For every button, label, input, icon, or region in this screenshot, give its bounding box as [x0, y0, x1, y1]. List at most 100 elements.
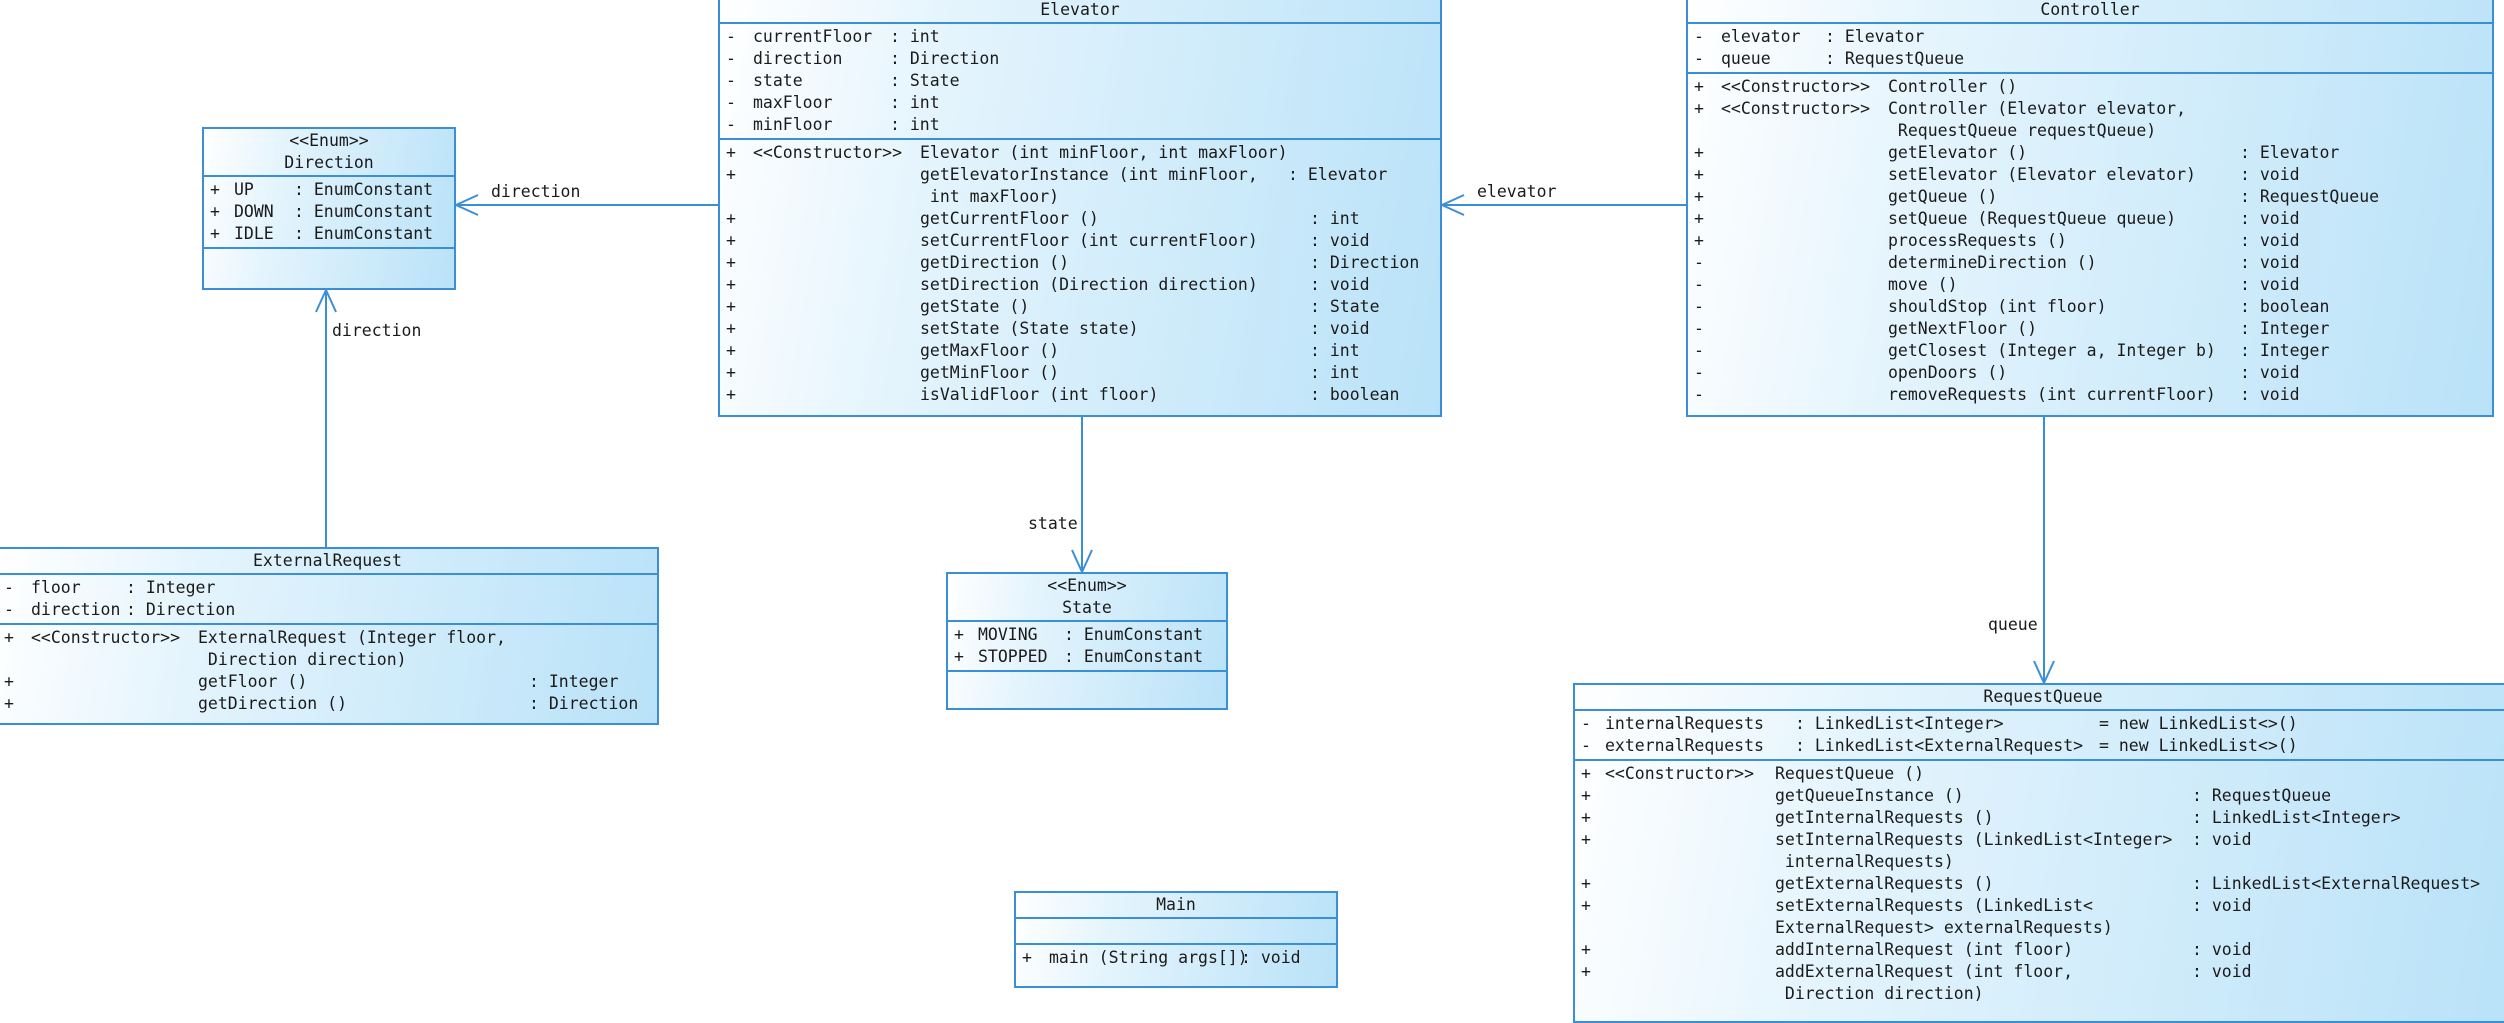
method-row: +getCurrentFloor (): int [726, 209, 1360, 228]
method-row: int maxFloor) [920, 187, 1060, 206]
method-row: RequestQueue requestQueue) [1888, 121, 2157, 140]
class-name: Elevator [1040, 0, 1120, 19]
method-row: -shouldStop (int floor): boolean [1694, 297, 2330, 316]
methods-section: +main (String args[]): void [1016, 945, 1336, 971]
role-label-queue: queue [1988, 615, 2038, 634]
method-row: -getClosest (Integer a, Integer b): Inte… [1694, 341, 2330, 360]
arrowhead-direction-left [453, 194, 479, 216]
attribute-row: -direction: Direction [726, 49, 1000, 68]
method-row: +getQueueInstance (): RequestQueue [1581, 786, 2332, 805]
methods-section: +<<Constructor>>ExternalRequest (Integer… [0, 625, 657, 717]
method-row: +setInternalRequests (LinkedList<Integer… [1581, 830, 2252, 849]
method-row: Direction direction) [198, 650, 407, 669]
attributes-section: -currentFloor: int -direction: Direction… [720, 24, 1440, 140]
attributes-section: +MOVING: EnumConstant +STOPPED: EnumCons… [948, 622, 1226, 672]
method-row: +getDirection (): Direction [726, 253, 1420, 272]
class-external-request[interactable]: ExternalRequest -floor: Integer -directi… [0, 547, 659, 725]
methods-section: +<<Constructor>>Elevator (int minFloor, … [720, 140, 1440, 408]
class-header: ExternalRequest [0, 549, 657, 575]
enum-constant-row: +DOWN: EnumConstant [210, 202, 434, 221]
method-row: +setState (State state): void [726, 319, 1370, 338]
method-row: -move (): void [1694, 275, 2300, 294]
method-row: +getDirection (): Direction [4, 694, 639, 713]
attributes-section [1016, 919, 1336, 945]
enum-constant-row: +MOVING: EnumConstant [954, 625, 1204, 644]
method-row: +getState (): State [726, 297, 1380, 316]
attribute-row: -direction: Direction [4, 600, 236, 619]
enum-constant-row: +UP: EnumConstant [210, 180, 434, 199]
method-row: +getInternalRequests (): LinkedList<Inte… [1581, 808, 2401, 827]
method-row: +getElevator (): Elevator [1694, 143, 2340, 162]
method-row: +setElevator (Elevator elevator): void [1694, 165, 2300, 184]
method-row: -determineDirection (): void [1694, 253, 2300, 272]
method-row: ExternalRequest> externalRequests) [1775, 918, 2113, 937]
method-row: -openDoors (): void [1694, 363, 2300, 382]
method-row: -removeRequests (int currentFloor): void [1694, 385, 2300, 404]
method-row: +<<Constructor>>RequestQueue () [1581, 764, 1925, 783]
role-label-direction-external: direction [332, 321, 422, 340]
stereotype-label: <<Enum>> [1047, 576, 1127, 595]
method-row: +processRequests (): void [1694, 231, 2300, 250]
method-row: +addInternalRequest (int floor): void [1581, 940, 2252, 959]
class-header: RequestQueue [1575, 685, 2504, 711]
methods-section: +<<Constructor>>Controller () +<<Constru… [1688, 74, 2492, 408]
method-row: +getElevatorInstance (int minFloor,: Ele… [726, 165, 1388, 184]
class-name: Direction [284, 153, 374, 172]
attribute-row: -minFloor: int [726, 115, 940, 134]
role-label-state: state [1028, 514, 1078, 533]
method-row: Direction direction) [1775, 984, 1984, 1003]
class-name: ExternalRequest [252, 551, 402, 570]
attribute-row: -internalRequests: LinkedList<Integer>= … [1581, 714, 2298, 733]
method-row: +main (String args[]): void [1022, 948, 1301, 967]
method-row: +isValidFloor (int floor): boolean [726, 385, 1400, 404]
attributes-section: -internalRequests: LinkedList<Integer>= … [1575, 711, 2504, 761]
method-row: +<<Constructor>>Controller (Elevator ele… [1694, 99, 2187, 118]
class-name: State [1062, 598, 1112, 617]
arrowhead-direction-up [315, 287, 337, 313]
method-row: +setQueue (RequestQueue queue): void [1694, 209, 2300, 228]
method-row: +<<Constructor>>Elevator (int minFloor, … [726, 143, 1288, 162]
class-request-queue[interactable]: RequestQueue -internalRequests: LinkedLi… [1573, 683, 2504, 1023]
method-row: +getExternalRequests (): LinkedList<Exte… [1581, 874, 2481, 893]
method-row: -getNextFloor (): Integer [1694, 319, 2330, 338]
attribute-row: -state: State [726, 71, 960, 90]
attribute-row: -externalRequests: LinkedList<ExternalRe… [1581, 736, 2298, 755]
method-row: +getMaxFloor (): int [726, 341, 1360, 360]
attribute-row: -currentFloor: int [726, 27, 940, 46]
method-row: +getFloor (): Integer [4, 672, 619, 691]
attributes-section: +UP: EnumConstant +DOWN: EnumConstant +I… [204, 177, 454, 249]
attribute-row: -elevator: Elevator [1694, 27, 1925, 46]
class-header: Elevator [720, 0, 1440, 24]
class-header: <<Enum>> Direction [204, 129, 454, 177]
methods-section [204, 249, 454, 253]
role-label-direction: direction [491, 182, 581, 201]
class-header: Main [1016, 893, 1336, 919]
enum-state[interactable]: <<Enum>> State +MOVING: EnumConstant +ST… [946, 572, 1228, 710]
methods-section [948, 672, 1226, 676]
method-row: +<<Constructor>>ExternalRequest (Integer… [4, 628, 506, 647]
class-elevator[interactable]: Elevator -currentFloor: int -direction: … [718, 0, 1442, 417]
attribute-row: -maxFloor: int [726, 93, 940, 112]
class-header: Controller [1688, 0, 2492, 24]
enum-constant-row: +STOPPED: EnumConstant [954, 647, 1204, 666]
method-row: +getMinFloor (): int [726, 363, 1360, 382]
class-name: Main [1156, 895, 1196, 914]
method-row: +setDirection (Direction direction): voi… [726, 275, 1370, 294]
attribute-row: -floor: Integer [4, 578, 216, 597]
methods-section: +<<Constructor>>RequestQueue () +getQueu… [1575, 761, 2504, 1007]
class-header: <<Enum>> State [948, 574, 1226, 622]
attributes-section: -floor: Integer -direction: Direction [0, 575, 657, 625]
class-controller[interactable]: Controller -elevator: Elevator -queue: R… [1686, 0, 2494, 417]
method-row: +<<Constructor>>Controller () [1694, 77, 2018, 96]
method-row: internalRequests) [1775, 852, 1954, 871]
method-row: +setExternalRequests (LinkedList<: void [1581, 896, 2252, 915]
attributes-section: -elevator: Elevator -queue: RequestQueue [1688, 24, 2492, 74]
enum-direction[interactable]: <<Enum>> Direction +UP: EnumConstant +DO… [202, 127, 456, 290]
method-row: +getQueue (): RequestQueue [1694, 187, 2380, 206]
class-main[interactable]: Main +main (String args[]): void [1014, 891, 1338, 988]
arrowhead-elevator-left [1439, 194, 1465, 216]
class-name: RequestQueue [1983, 687, 2103, 706]
enum-constant-row: +IDLE: EnumConstant [210, 224, 434, 243]
method-row: +addExternalRequest (int floor,: void [1581, 962, 2252, 981]
